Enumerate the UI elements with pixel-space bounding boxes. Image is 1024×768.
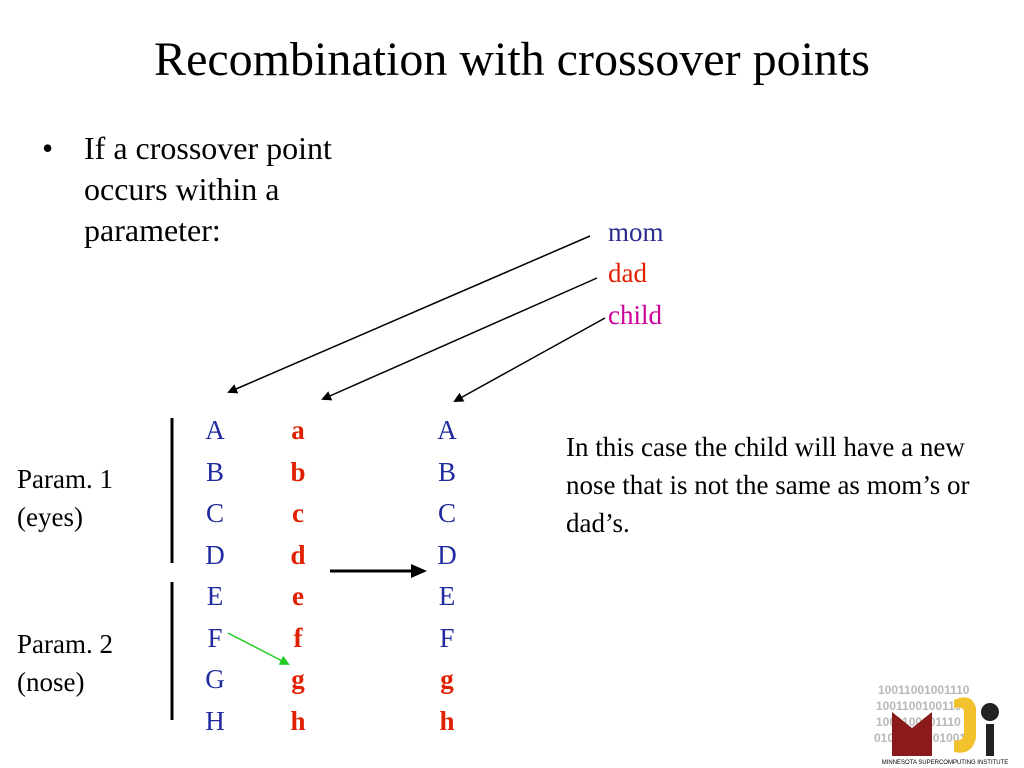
child-gene: F bbox=[439, 622, 455, 653]
logo-s-shape bbox=[954, 697, 976, 753]
dad-gene: h bbox=[290, 705, 306, 736]
child-gene: E bbox=[438, 581, 456, 611]
legend-child: child bbox=[608, 300, 662, 330]
explanation-note: In this case the child will have a new n… bbox=[566, 432, 970, 538]
logo-i-dot bbox=[981, 703, 999, 721]
child-gene: D bbox=[437, 539, 457, 570]
mom-gene: H bbox=[205, 705, 225, 736]
child-gene-column: A B C D E F g h bbox=[432, 410, 462, 742]
mom-gene: F bbox=[207, 622, 223, 653]
mom-gene: G bbox=[205, 664, 225, 694]
legend-dad: dad bbox=[608, 258, 647, 288]
dad-gene: b bbox=[290, 456, 306, 487]
dad-gene: a bbox=[291, 415, 305, 445]
dad-gene: c bbox=[292, 498, 304, 528]
child-gene: g bbox=[440, 664, 454, 694]
mom-gene: B bbox=[205, 456, 224, 487]
mom-gene: C bbox=[205, 498, 224, 528]
dad-gene: g bbox=[291, 664, 305, 694]
param-2-sub: (nose) bbox=[17, 667, 85, 697]
crossover-arrow bbox=[227, 632, 290, 665]
mom-gene: E bbox=[206, 581, 224, 611]
child-gene: B bbox=[437, 456, 456, 487]
param-2-label: Param. 2 (nose) bbox=[17, 625, 113, 701]
dad-gene: d bbox=[290, 539, 306, 570]
mom-pointer-arrow bbox=[227, 235, 591, 394]
param-1-name: Param. 1 bbox=[17, 464, 113, 494]
msi-logo-graphic: 10011001001110 1001100100110 10011001011… bbox=[874, 683, 999, 756]
mom-gene: A bbox=[205, 415, 225, 445]
child-pointer-arrow bbox=[453, 317, 606, 402]
mom-gene: D bbox=[205, 539, 225, 570]
logo-binary-row: 1001100100110 bbox=[876, 699, 962, 713]
logo-caption: MINNESOTA SUPERCOMPUTING INSTITUTE bbox=[881, 760, 1009, 766]
child-gene: A bbox=[437, 415, 457, 445]
logo-m-shape bbox=[892, 712, 932, 756]
logo-i-stem bbox=[986, 724, 994, 756]
param-2-name: Param. 2 bbox=[17, 629, 113, 659]
dad-gene: e bbox=[292, 581, 304, 611]
child-gene: h bbox=[439, 705, 455, 736]
bullet-dot: • bbox=[42, 130, 54, 166]
msi-logo: 10011001001110 1001100100110 10011001011… bbox=[872, 680, 1018, 766]
slide-title: Recombination with crossover points bbox=[154, 33, 870, 86]
child-gene: C bbox=[437, 498, 456, 528]
param-1-sub: (eyes) bbox=[17, 502, 83, 532]
dad-gene: f bbox=[293, 622, 303, 653]
bullet-text: If a crossover point occurs within a par… bbox=[84, 130, 332, 248]
mom-gene-column: A B C D E F G H bbox=[200, 410, 230, 742]
dad-pointer-arrow bbox=[321, 277, 598, 401]
logo-binary-row: 10011001001110 bbox=[878, 683, 970, 697]
legend-mom: mom bbox=[608, 217, 664, 247]
dad-gene-column: a b c d e f g h bbox=[283, 410, 313, 742]
param-1-label: Param. 1 (eyes) bbox=[17, 460, 113, 536]
